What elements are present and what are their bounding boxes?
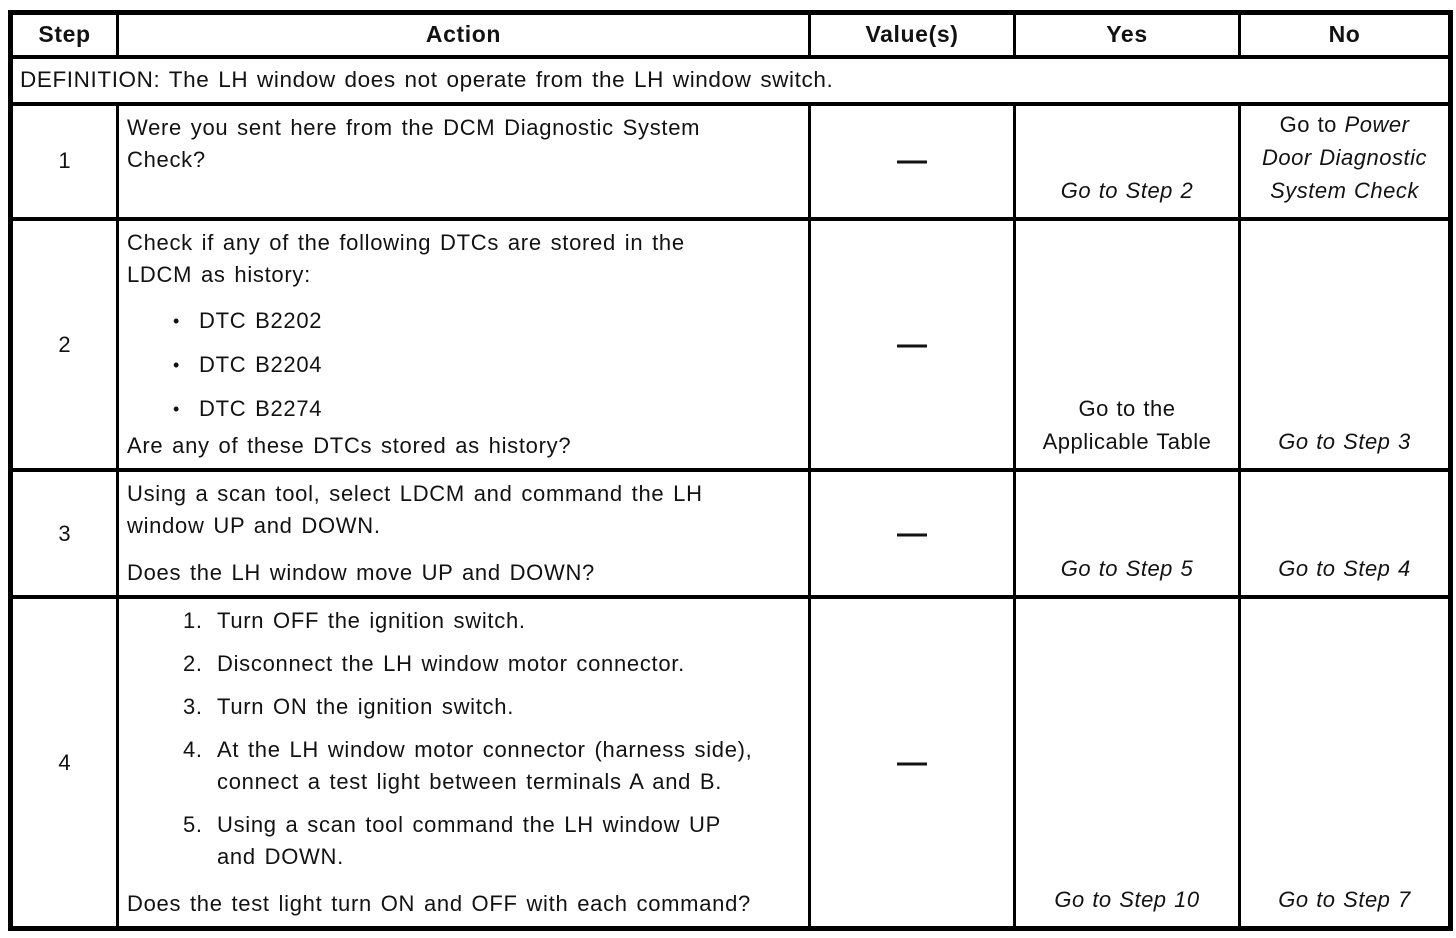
definition-row: DEFINITION: The LH window does not opera… [9, 54, 1452, 106]
list-number: 3. [183, 694, 203, 720]
procedure-step-text: Using a scan tool command the LH window … [217, 812, 721, 870]
list-item: 1. Turn OFF the ignition switch. [183, 605, 798, 637]
list-number: 5. [183, 812, 203, 838]
list-item: 3. Turn ON the ignition switch. [183, 691, 798, 723]
no-cell: Go to Step 4 [1238, 467, 1452, 600]
yes-cell: Go to Step 2 [1013, 101, 1241, 222]
definition-text: DEFINITION: The LH window does not opera… [9, 54, 1452, 106]
action-cell: 1. Turn OFF the ignition switch. 2. Disc… [116, 595, 811, 931]
no-instruction: Go to Power [1279, 112, 1410, 138]
table-row-step-2: 2 Check if any of the following DTCs are… [9, 217, 1452, 472]
list-item: 2. Disconnect the LH window motor connec… [183, 648, 798, 680]
no-instruction: Go to Step 3 [1278, 428, 1411, 454]
yes-cell: Go to Step 5 [1013, 467, 1241, 600]
action-question: Does the LH window move UP and DOWN? [127, 560, 595, 586]
list-item: 5. Using a scan tool command the LH wind… [183, 809, 798, 873]
action-text: LDCM as history: [127, 262, 311, 288]
action-text: Were you sent here from the DCM Diagnost… [127, 114, 701, 140]
action-cell: Were you sent here from the DCM Diagnost… [116, 101, 811, 222]
list-item: 4. At the LH window motor connector (har… [183, 734, 798, 798]
list-item: • DTC B2204 [173, 349, 798, 381]
yes-cell: Go to the Applicable Table [1013, 217, 1241, 472]
header-step: Step [9, 10, 119, 59]
action-question: Does the test light turn ON and OFF with… [127, 891, 751, 916]
list-number: 4. [183, 737, 203, 763]
yes-instruction: Applicable Table [1042, 428, 1212, 454]
action-question: Are any of these DTCs stored as history? [127, 432, 572, 458]
procedure-numbered-list: 1. Turn OFF the ignition switch. 2. Disc… [127, 605, 798, 873]
header-yes: Yes [1013, 10, 1241, 59]
dtc-bullet-list: • DTC B2202 • DTC B2204 • DTC B2274 [127, 305, 798, 425]
step-number: 3 [9, 467, 119, 600]
value-cell: — [808, 467, 1016, 600]
step-number: 4 [9, 595, 119, 931]
action-text: Using a scan tool, select LDCM and comma… [127, 480, 703, 506]
yes-instruction: Go to the [1078, 395, 1176, 421]
list-item: • DTC B2274 [173, 393, 798, 425]
no-cell: Go to Step 3 [1238, 217, 1452, 472]
no-instruction: Go to Step 7 [1278, 887, 1411, 912]
header-values: Value(s) [808, 10, 1016, 59]
step-number: 1 [9, 101, 119, 222]
bullet-icon: • [173, 311, 181, 332]
diagnostic-table: Step Action Value(s) Yes No DEFINITION: … [8, 10, 1453, 931]
procedure-step-text: At the LH window motor connector (harnes… [217, 737, 753, 795]
no-instruction: System Check [1270, 178, 1419, 204]
procedure-step-text: Turn ON the ignition switch. [217, 694, 515, 720]
action-text: Check if any of the following DTCs are s… [127, 230, 685, 256]
list-item: • DTC B2202 [173, 305, 798, 337]
no-cell: Go to Step 7 [1238, 595, 1452, 931]
procedure-step-text: Disconnect the LH window motor connector… [217, 651, 685, 677]
yes-instruction: Go to Step 5 [1060, 556, 1194, 582]
header-no: No [1238, 10, 1452, 59]
no-instruction: Go to Step 4 [1278, 556, 1411, 582]
action-cell: Using a scan tool, select LDCM and comma… [116, 467, 811, 600]
yes-cell: Go to Step 10 [1013, 595, 1241, 931]
bullet-icon: • [173, 399, 181, 420]
table-row-step-4: 4 1. Turn OFF the ignition switch. 2. Di… [9, 595, 1452, 931]
bullet-icon: • [173, 355, 181, 376]
no-instruction: Door Diagnostic [1261, 145, 1427, 171]
value-cell: — [808, 595, 1016, 931]
no-cell: Go to Power Door Diagnostic System Check [1238, 101, 1452, 222]
table-row-step-1: 1 Were you sent here from the DCM Diagno… [9, 101, 1452, 222]
yes-instruction: Go to Step 10 [1054, 887, 1200, 912]
table-row-step-3: 3 Using a scan tool, select LDCM and com… [9, 467, 1452, 600]
action-cell: Check if any of the following DTCs are s… [116, 217, 811, 472]
procedure-step-text: Turn OFF the ignition switch. [217, 608, 526, 634]
list-number: 1. [183, 608, 203, 634]
dtc-code: DTC B2202 [199, 308, 323, 334]
dtc-code: DTC B2274 [199, 396, 323, 422]
action-text: Check? [127, 146, 206, 172]
header-row: Step Action Value(s) Yes No [9, 10, 1452, 59]
step-number: 2 [9, 217, 119, 472]
value-cell: — [808, 101, 1016, 222]
value-cell: — [808, 217, 1016, 472]
header-action: Action [116, 10, 811, 59]
action-text: window UP and DOWN. [127, 512, 381, 538]
yes-instruction: Go to Step 2 [1060, 178, 1194, 204]
dtc-code: DTC B2204 [199, 352, 323, 378]
list-number: 2. [183, 651, 203, 677]
